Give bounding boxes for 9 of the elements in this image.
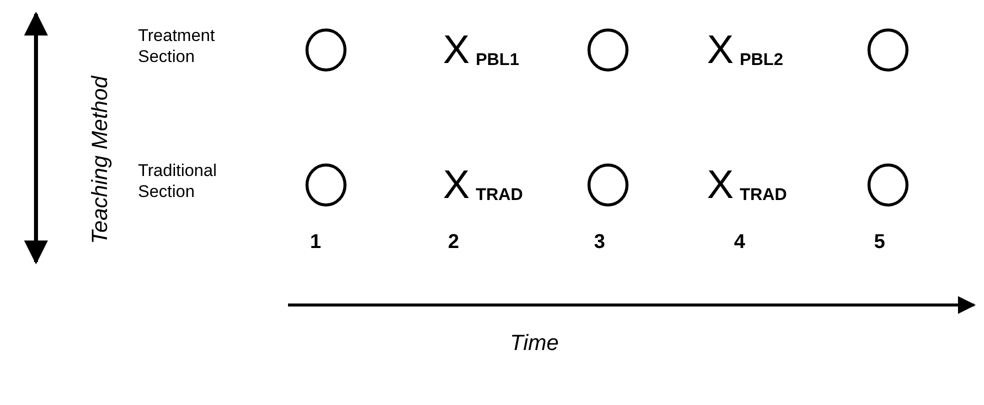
time-point-number: 2 (448, 231, 460, 254)
time-point-number: 4 (734, 231, 746, 254)
row-label: Traditional Section (138, 160, 218, 202)
axis-label: Teaching Method (87, 76, 113, 244)
time-point-number: 5 (874, 231, 886, 254)
time-point-number: 1 (310, 231, 322, 254)
time-point-number: 3 (594, 231, 606, 254)
axis-label: Time (510, 330, 559, 356)
row-label: Treatment Section (138, 25, 216, 67)
